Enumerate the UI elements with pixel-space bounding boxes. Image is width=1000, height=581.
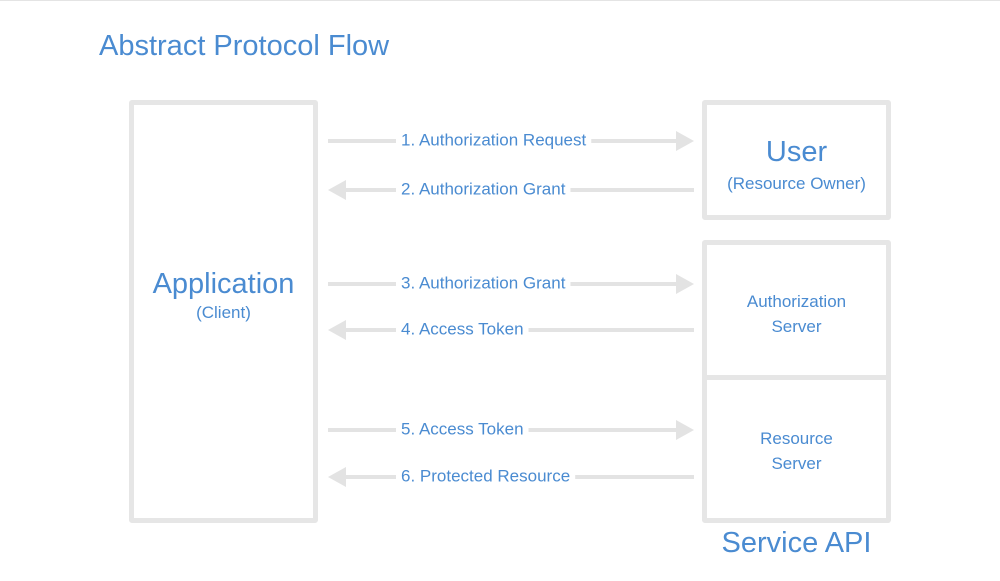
application-subtitle: (Client) <box>196 303 251 322</box>
application-name: Application <box>152 268 295 300</box>
service-api-label: Service API <box>721 527 872 559</box>
authorization-server-box: Authorization Server <box>702 240 891 382</box>
flow-label-2: 2. Authorization Grant <box>401 179 566 198</box>
user-box: User (Resource Owner) <box>702 100 891 220</box>
flow-label-4: 4. Access Token <box>401 319 524 338</box>
flow-arrow-5: 5. Access Token <box>328 419 694 440</box>
arrowhead-left-icon <box>328 180 346 200</box>
flow-label-1: 1. Authorization Request <box>401 130 587 149</box>
authorization-server-line2: Server <box>771 317 822 336</box>
arrowhead-right-icon <box>676 274 694 294</box>
arrowhead-right-icon <box>676 420 694 440</box>
flow-label-5: 5. Access Token <box>401 419 524 438</box>
flow-arrow-1: 1. Authorization Request <box>328 130 694 151</box>
flow-arrow-6: 6. Protected Resource <box>328 466 694 487</box>
arrowhead-left-icon <box>328 467 346 487</box>
flow-label-6: 6. Protected Resource <box>401 466 570 485</box>
flow-arrow-3: 3. Authorization Grant <box>328 273 694 294</box>
arrowhead-left-icon <box>328 320 346 340</box>
flow-label-3: 3. Authorization Grant <box>401 273 566 292</box>
flow-arrow-2: 2. Authorization Grant <box>328 179 694 200</box>
arrowhead-right-icon <box>676 131 694 151</box>
flow-arrow-4: 4. Access Token <box>328 319 694 340</box>
top-divider <box>0 0 1000 1</box>
resource-server-line1: Resource <box>760 429 833 448</box>
diagram-title: Abstract Protocol Flow <box>99 30 390 62</box>
user-subtitle: (Resource Owner) <box>727 174 866 193</box>
authorization-server-line1: Authorization <box>746 292 847 311</box>
resource-server-line2: Server <box>771 454 822 473</box>
resource-server-box: Resource Server <box>702 375 891 523</box>
resource-server-label: Resource Server <box>707 426 886 476</box>
user-name: User <box>765 136 828 168</box>
authorization-server-label: Authorization Server <box>707 289 886 339</box>
application-box: Application (Client) <box>129 100 318 523</box>
